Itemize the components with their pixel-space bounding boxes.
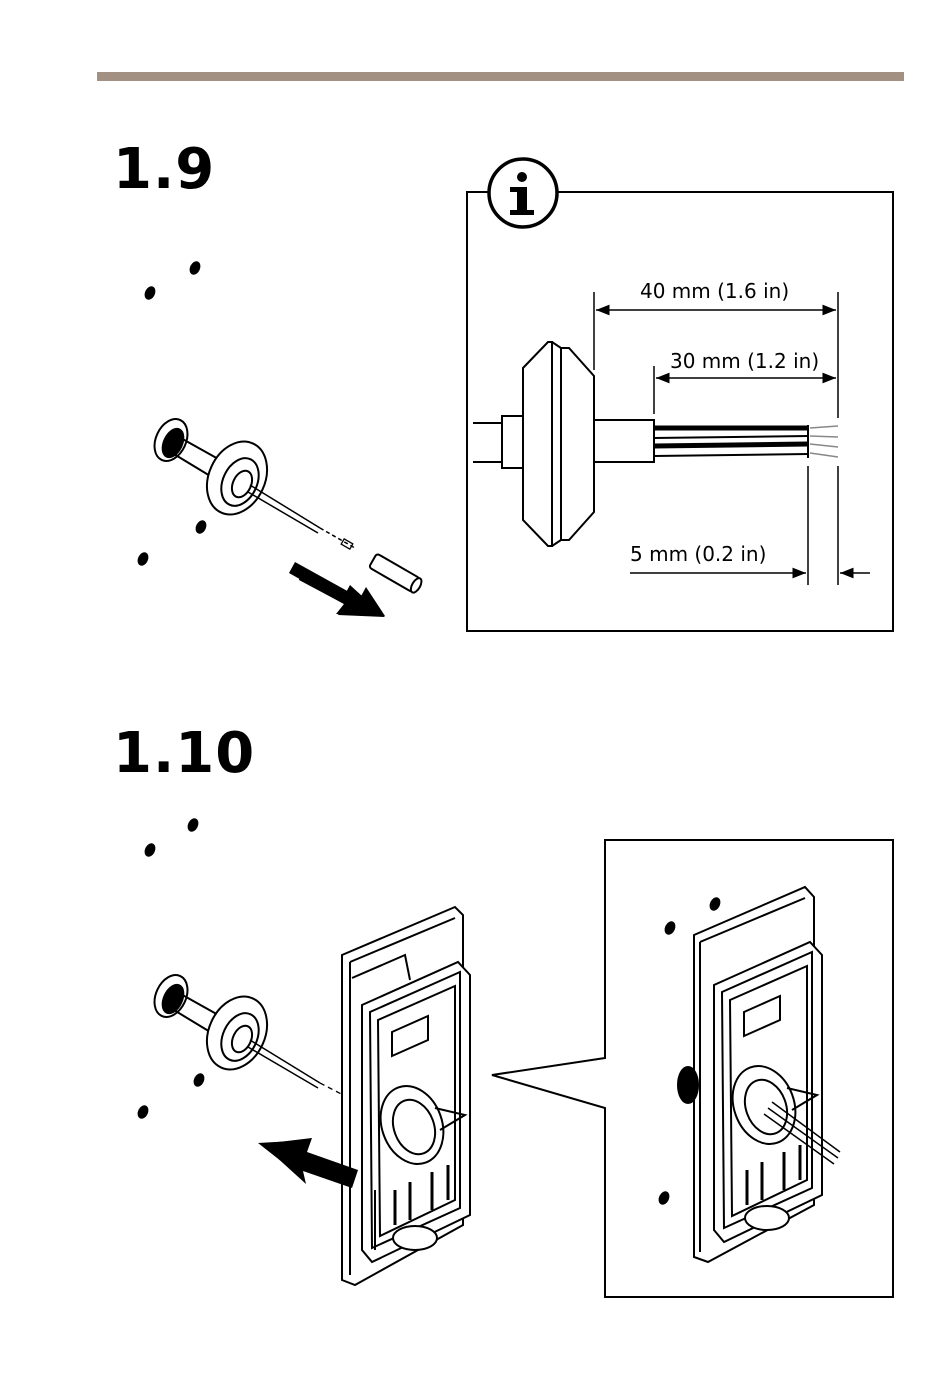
step-1-10-illustration: [137, 818, 470, 1285]
screw-hole: [189, 261, 201, 275]
step-1-9-illustration: [137, 261, 424, 617]
screw-hole: [193, 1073, 205, 1087]
info-box: 40 mm (1.6 in) 30 mm (1.2 in) 5 mm (0.2 …: [467, 159, 893, 631]
screw-hole: [144, 286, 156, 300]
dimension-5mm: 5 mm (0.2 in): [630, 542, 766, 566]
info-icon: [489, 159, 557, 227]
detail-callout: [492, 840, 893, 1297]
backplate: [342, 907, 470, 1285]
screw-hole: [137, 1105, 149, 1119]
grommet-profile: [523, 342, 552, 546]
dimension-30mm: 30 mm (1.2 in): [670, 349, 819, 373]
screw-hole: [137, 552, 149, 566]
screw-hole: [195, 520, 207, 534]
screw-hole: [144, 843, 156, 857]
screw-hole: [187, 818, 199, 832]
dimension-40mm: 40 mm (1.6 in): [640, 279, 789, 303]
